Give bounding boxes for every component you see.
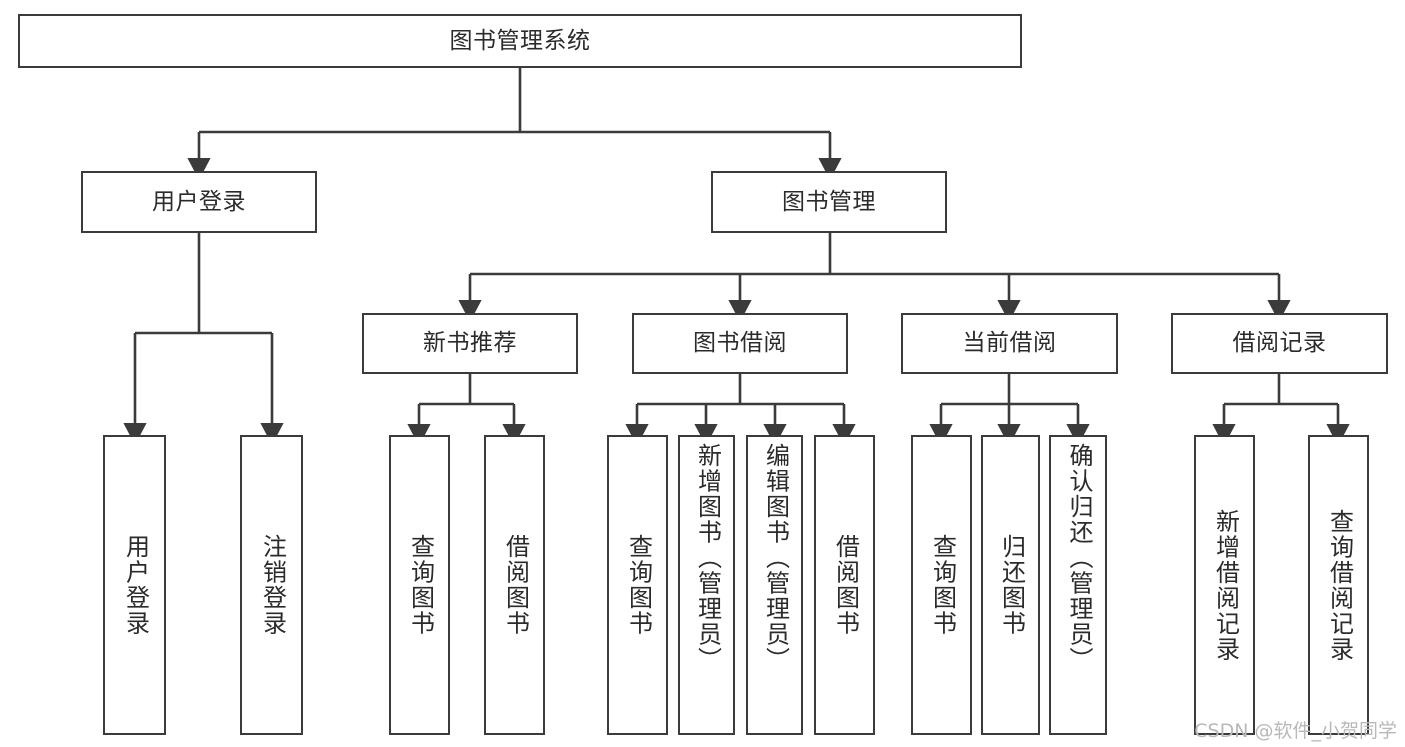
node-leaf-logout[interactable]: 注销登录 (240, 435, 303, 735)
node-borrow-record[interactable]: 借阅记录 (1171, 313, 1388, 374)
node-book-borrow[interactable]: 图书借阅 (632, 313, 848, 374)
node-label: 借阅图书 (501, 534, 530, 636)
node-leaf-query-borrow-record[interactable]: 查询借阅记录 (1308, 435, 1369, 735)
node-leaf-return-book[interactable]: 归还图书 (981, 435, 1040, 735)
node-label: 注销登录 (258, 534, 287, 636)
node-root-book-management-system[interactable]: 图书管理系统 (18, 14, 1022, 68)
node-label: 当前借阅 (962, 330, 1057, 356)
node-book-management[interactable]: 图书管理 (711, 171, 947, 233)
node-label: 用户登录 (152, 188, 246, 215)
node-leaf-query-book-borrow[interactable]: 查询图书 (607, 435, 668, 735)
node-label: 确认归还（管理员） (1064, 443, 1093, 673)
node-leaf-query-book-recommend[interactable]: 查询图书 (389, 435, 450, 735)
node-leaf-user-login[interactable]: 用户登录 (103, 435, 166, 735)
node-leaf-add-book-admin[interactable]: 新增图书（管理员） (678, 435, 735, 735)
node-leaf-confirm-return-admin[interactable]: 确认归还（管理员） (1049, 435, 1107, 735)
node-label: 编辑图书（管理员） (761, 443, 790, 673)
node-label: 新书推荐 (423, 330, 517, 356)
node-label: 查询借阅记录 (1325, 508, 1354, 662)
node-label: 图书管理系统 (449, 27, 591, 54)
node-label: 借阅图书 (831, 534, 860, 636)
node-leaf-borrow-book[interactable]: 借阅图书 (814, 435, 875, 735)
node-label: 归还图书 (997, 534, 1026, 636)
node-label: 图书管理 (782, 188, 876, 215)
node-label: 新增图书（管理员） (693, 443, 722, 673)
node-label: 查询图书 (624, 534, 653, 636)
node-label: 查询图书 (928, 534, 957, 636)
node-label: 查询图书 (406, 534, 435, 636)
node-leaf-add-borrow-record[interactable]: 新增借阅记录 (1194, 435, 1255, 735)
node-leaf-borrow-book-recommend[interactable]: 借阅图书 (484, 435, 545, 735)
node-leaf-edit-book-admin[interactable]: 编辑图书（管理员） (746, 435, 803, 735)
node-label: 借阅记录 (1232, 330, 1327, 356)
node-label: 图书借阅 (693, 330, 787, 356)
node-label: 用户登录 (121, 534, 150, 636)
node-leaf-query-book-current[interactable]: 查询图书 (911, 435, 972, 735)
node-user-login[interactable]: 用户登录 (81, 171, 317, 233)
node-label: 新增借阅记录 (1211, 508, 1240, 662)
node-new-book-recommend[interactable]: 新书推荐 (362, 313, 578, 374)
node-current-borrow[interactable]: 当前借阅 (901, 313, 1118, 374)
